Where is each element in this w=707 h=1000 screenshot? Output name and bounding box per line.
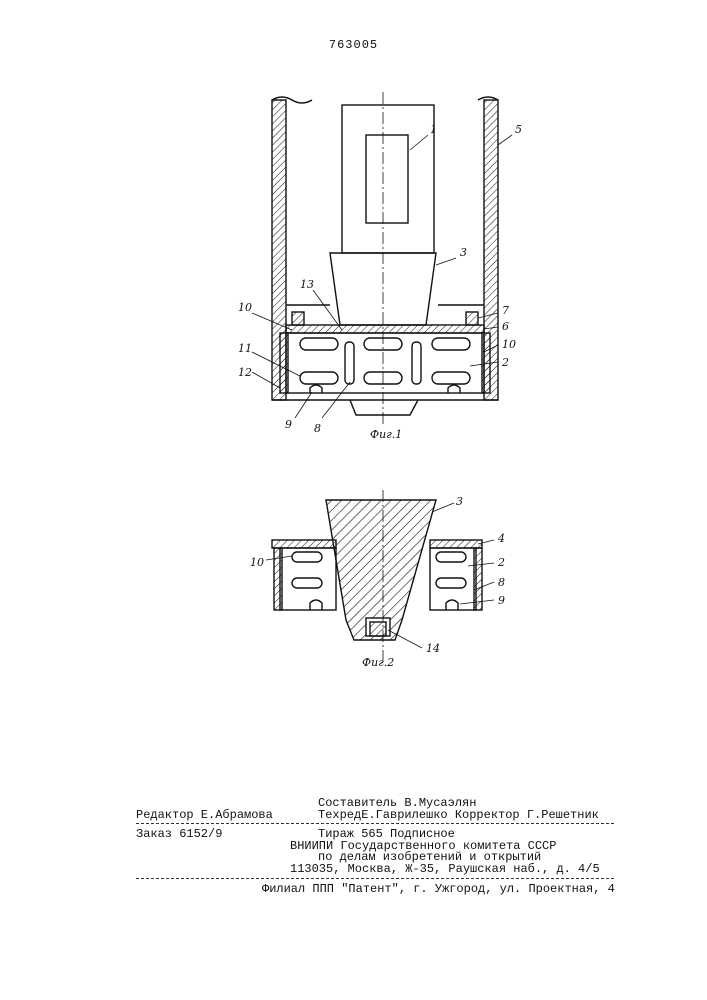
divider-2 — [136, 878, 614, 879]
fig1-label-11: 11 — [238, 342, 252, 355]
fig1-caption: Фиг.1 — [370, 428, 402, 441]
address-line: 113035, Москва, Ж-35, Раушская наб., д. … — [290, 863, 600, 876]
editor-line: Редактор Е.Абрамова — [136, 809, 273, 822]
fig1-label-3: 3 — [460, 246, 467, 259]
fig2-label-14: 14 — [426, 642, 440, 655]
divider-1 — [136, 823, 614, 824]
fig2-label-3: 3 — [456, 495, 463, 508]
fig2-label-9: 9 — [498, 594, 505, 607]
figure-1-drawing: 1 5 3 13 7 6 10 2 10 11 12 9 8 Фиг.1 — [0, 0, 707, 460]
fig1-label-7: 7 — [502, 304, 509, 317]
fig1-label-6: 6 — [502, 320, 509, 333]
fig1-label-10a: 10 — [238, 301, 252, 314]
fig2-caption: Фиг.2 — [362, 656, 394, 669]
order-line: Заказ 6152/9 — [136, 828, 222, 841]
fig1-label-8: 8 — [314, 422, 321, 435]
fig1-label-1: 1 — [430, 123, 437, 136]
fig1-label-10b: 10 — [502, 338, 516, 351]
branch-line: Филиал ППП "Патент", г. Ужгород, ул. Про… — [262, 883, 615, 896]
fig1-label-12: 12 — [238, 366, 252, 379]
fig1-label-5: 5 — [515, 123, 522, 136]
fig2-label-4: 4 — [497, 532, 505, 545]
fig2-label-2: 2 — [497, 556, 505, 569]
fig2-label-10: 10 — [250, 556, 264, 569]
fig1-label-2: 2 — [501, 356, 509, 369]
figure-2-drawing: 3 4 2 8 9 10 14 Фиг.2 — [0, 470, 707, 670]
fig2-label-8: 8 — [498, 576, 505, 589]
techred-corrector-line: ТехредЕ.Гаврилешко Корректор Г.Решетник — [318, 809, 599, 822]
fig1-label-9: 9 — [285, 418, 292, 431]
fig1-label-13: 13 — [300, 278, 314, 291]
